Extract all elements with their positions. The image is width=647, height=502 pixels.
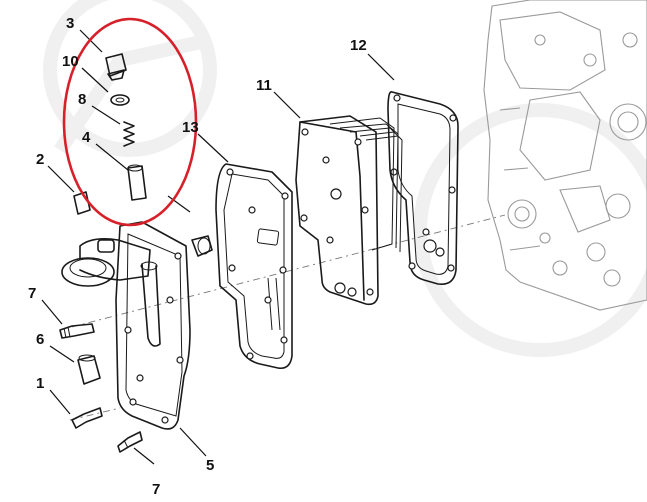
callout-7-upper: 7 <box>28 285 36 302</box>
part-12-gasket <box>387 91 459 286</box>
part-4-valve <box>127 164 147 201</box>
callout-1: 1 <box>36 375 44 392</box>
alignment-axis <box>71 214 506 328</box>
callout-11: 11 <box>256 77 272 94</box>
callout-7-lower: 7 <box>152 481 160 498</box>
callout-labels: 3 10 8 4 2 13 11 12 7 6 1 5 7 <box>28 15 367 498</box>
part-13-gasket <box>215 163 293 370</box>
part-8-spring <box>123 121 135 147</box>
part-3-plug <box>105 53 127 81</box>
engine-block <box>483 0 647 311</box>
callout-13: 13 <box>182 119 199 136</box>
callout-8: 8 <box>78 91 86 108</box>
watermark <box>43 0 647 357</box>
part-10-washer-inner <box>115 97 125 103</box>
callout-4: 4 <box>82 129 91 146</box>
callout-6: 6 <box>36 331 44 348</box>
part-1-bolt <box>71 407 103 429</box>
dowel-fitting <box>191 235 213 257</box>
part-6-fitting <box>77 354 101 385</box>
highlight-oval <box>62 17 198 227</box>
callout-10: 10 <box>62 53 79 70</box>
callout-12: 12 <box>350 37 367 54</box>
callout-5: 5 <box>206 457 214 474</box>
part-7-stud-upper <box>59 323 95 339</box>
part-5-housing <box>61 221 191 430</box>
part-7-stud-lower <box>117 431 143 453</box>
leader-lines <box>41 29 395 465</box>
callout-2: 2 <box>36 151 44 168</box>
callout-3: 3 <box>66 15 74 32</box>
part-11-cooler-core <box>295 115 403 306</box>
part-10-washer <box>110 94 130 106</box>
